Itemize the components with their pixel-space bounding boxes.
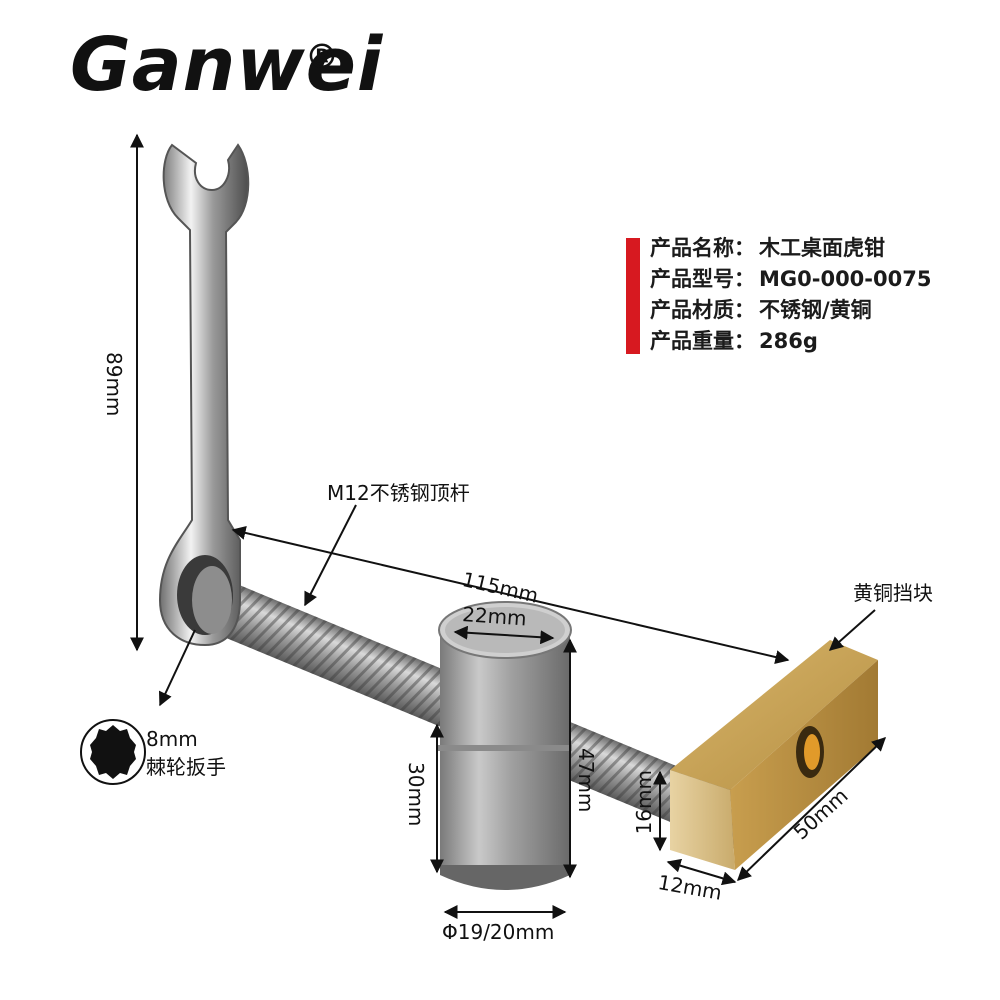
brass-block [670,640,878,870]
label-top-diameter: 22mm [461,602,528,631]
wrench [158,143,250,647]
spec-row-material: 产品材质：不锈钢/黄铜 [650,300,872,321]
label-wrench-size: 8mm [146,727,198,751]
spec-label: 产品名称： [650,236,755,260]
registered-mark: ® [305,37,339,77]
label-sleeve-30: 30mm [404,762,428,827]
label-block-height: 16mm [632,770,656,835]
label-wrench-length: 89mm [102,352,126,417]
label-sleeve-47: 47mm [574,748,598,813]
dimension-lines [130,133,887,919]
spec-value: 286g [759,329,818,353]
spec-accent-bar [626,238,640,354]
brand-logo: Ganwei [70,22,384,108]
spec-value: 不锈钢/黄铜 [759,298,872,322]
spec-label: 产品材质： [650,298,755,322]
label-brass-block: 黄铜挡块 [853,581,933,605]
spec-value: MG0-000-0075 [759,267,932,291]
socket-icon [80,719,146,785]
label-diameter: Φ19/20mm [442,920,555,944]
spec-label: 产品重量： [650,329,755,353]
label-rod: M12不锈钢顶杆 [327,481,470,505]
sleeve [438,601,572,890]
spec-value: 木工桌面虎钳 [759,236,885,260]
label-wrench-name: 棘轮扳手 [146,755,226,779]
spec-row-name: 产品名称：木工桌面虎钳 [650,238,885,259]
spec-row-weight: 产品重量：286g [650,331,818,352]
spec-row-model: 产品型号：MG0-000-0075 [650,269,931,290]
spec-label: 产品型号： [650,267,755,291]
